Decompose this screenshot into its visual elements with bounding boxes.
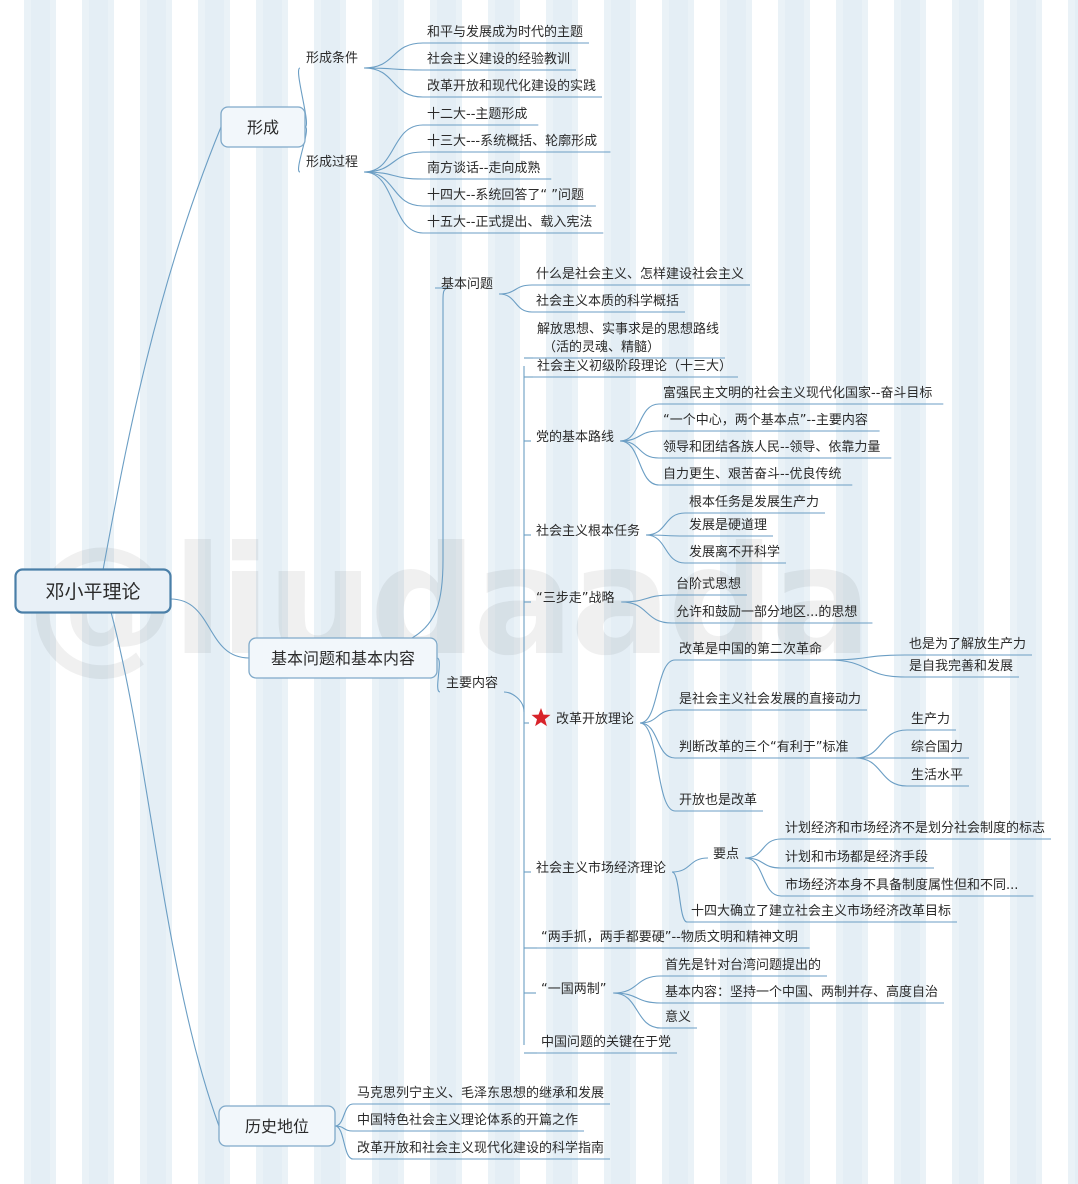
- group-label-main-content: 主要内容: [446, 675, 498, 691]
- leaf-formation-condition-0: 和平与发展成为时代的主题: [427, 24, 583, 40]
- leaf-formation-condition-1: 社会主义建设的经验教训: [427, 51, 570, 67]
- leaf-three-benefits-sub-1: 综合国力: [911, 740, 963, 755]
- leaf-one-country-two-systems-1: 基本内容：坚持一个中国、两制并存、高度自治: [665, 984, 938, 1000]
- leaf-second-revolution-sub-0: 也是为了解放生产力: [909, 637, 1026, 652]
- leaf-basic-question-1: 社会主义本质的科学概括: [536, 293, 679, 309]
- leaf-formation-process-1: 十三大---系统概括、轮廓形成: [427, 133, 597, 149]
- branch-historical-status-box[interactable]: [218, 1105, 336, 1147]
- leaf-direct-driving-force: 是社会主义社会发展的直接动力: [679, 691, 861, 707]
- star-icon-reform: [531, 708, 551, 727]
- node-key-points: 要点: [713, 847, 739, 862]
- node-fundamental-task: 社会主义根本任务: [536, 523, 640, 539]
- leaf-party-basic-line-0: 富强民主文明的社会主义现代化国家--奋斗目标: [663, 385, 932, 401]
- leaf-one-country-two-systems-2: 意义: [665, 1009, 691, 1025]
- node-party-basic-line: 党的基本路线: [536, 429, 614, 445]
- leaf-14th-congress-target: 十四大确立了建立社会主义市场经济改革目标: [691, 903, 951, 919]
- leaf-one-country-two-systems-0: 首先是针对台湾问题提出的: [665, 957, 821, 973]
- edge-basic-question: [435, 287, 451, 301]
- root-box[interactable]: [14, 568, 172, 614]
- node-reform-opening-theory: 改革开放理论: [556, 712, 634, 727]
- leaf-two-hands: “两手抓，两手都要硬”--物质文明和精神文明: [541, 930, 798, 945]
- branch-formation-box[interactable]: [220, 106, 306, 148]
- leaf-three-step-0: 台阶式思想: [676, 576, 741, 592]
- edge-root-to-formation: [102, 126, 222, 571]
- leaf-fundamental-task-2: 发展离不开科学: [689, 544, 780, 560]
- leaf-second-revolution: 改革是中国的第二次革命: [679, 641, 822, 657]
- leaf-three-benefits-sub-2: 生活水平: [911, 768, 963, 783]
- edge-main-content-to-spine: [503, 691, 525, 713]
- group-label-basic-question: 基本问题: [441, 277, 493, 292]
- leaf-three-benefits: 判断改革的三个“有利于”标准: [679, 739, 848, 755]
- node-one-country-two-systems: “一国两制”: [541, 982, 606, 997]
- leaf-fundamental-task-0: 根本任务是发展生产力: [689, 494, 819, 510]
- leaf-emancipation-line2: （活的灵魂、精髓）: [543, 339, 660, 355]
- node-socialist-market-economy: 社会主义市场经济理论: [536, 860, 666, 876]
- leaf-formation-process-3: 十四大--系统回答了“ ”问题: [427, 187, 584, 203]
- edge-box-to-basic-question: [248, 300, 444, 659]
- leaf-formation-process-4: 十五大--正式提出、载入宪法: [427, 214, 592, 230]
- leaf-key-points-0: 计划经济和市场经济不是划分社会制度的标志: [785, 820, 1045, 836]
- node-three-step-strategy: “三步走”战略: [536, 590, 614, 606]
- leaf-formation-process-0: 十二大--主题形成: [427, 107, 527, 122]
- leaf-formation-condition-2: 改革开放和现代化建设的实践: [427, 78, 596, 94]
- group-label-formation-conditions: 形成条件: [306, 50, 358, 66]
- leaf-second-revolution-sub-1: 是自我完善和发展: [909, 658, 1013, 674]
- leaf-key-points-2: 市场经济本身不具备制度属性但和不同...: [785, 877, 1018, 893]
- leaf-three-step-1: 允许和鼓励一部分地区...的思想: [676, 604, 857, 620]
- leaf-historical-status-0: 马克思列宁主义、毛泽东思想的继承和发展: [357, 1085, 604, 1101]
- edge-root-to-historical: [110, 611, 220, 1127]
- branch-formation-label: 形成: [247, 118, 279, 137]
- leaf-opening-is-reform: 开放也是改革: [679, 793, 757, 808]
- nodes-layer: 形成和平与发展成为时代的主题社会主义建设的经验教训改革开放和现代化建设的实践形成…: [14, 24, 1051, 1160]
- leaf-emancipation-line1: 解放思想、实事求是的思想路线: [537, 321, 719, 337]
- leaf-party-basic-line-1: “一个中心，两个基本点”--主要内容: [663, 412, 868, 428]
- leaf-formation-process-2: 南方谈话--走向成熟: [427, 160, 540, 176]
- leaf-primary-stage: 社会主义初级阶段理论（十三大）: [537, 358, 732, 374]
- leaf-party-basic-line-3: 自力更生、艰苦奋斗--优良传统: [663, 466, 841, 482]
- leaf-basic-question-0: 什么是社会主义、怎样建设社会主义: [536, 266, 744, 282]
- leaf-key-is-party: 中国问题的关键在于党: [541, 1034, 671, 1050]
- group-label-formation-process: 形成过程: [306, 155, 358, 170]
- branch-basic-box[interactable]: [248, 637, 438, 679]
- leaf-historical-status-2: 改革开放和社会主义现代化建设的科学指南: [357, 1140, 604, 1156]
- leaf-fundamental-task-1: 发展是硬道理: [689, 517, 767, 533]
- leaf-key-points-1: 计划和市场都是经济手段: [785, 849, 928, 865]
- leaf-party-basic-line-2: 领导和团结各族人民--领导、依靠力量: [663, 439, 880, 455]
- branch-historical-status-label: 历史地位: [245, 1117, 309, 1136]
- leaf-historical-status-1: 中国特色社会主义理论体系的开篇之作: [357, 1112, 578, 1128]
- leaf-three-benefits-sub-0: 生产力: [911, 712, 950, 727]
- root-label: 邓小平理论: [45, 581, 140, 603]
- branch-basic-label: 基本问题和基本内容: [271, 649, 415, 668]
